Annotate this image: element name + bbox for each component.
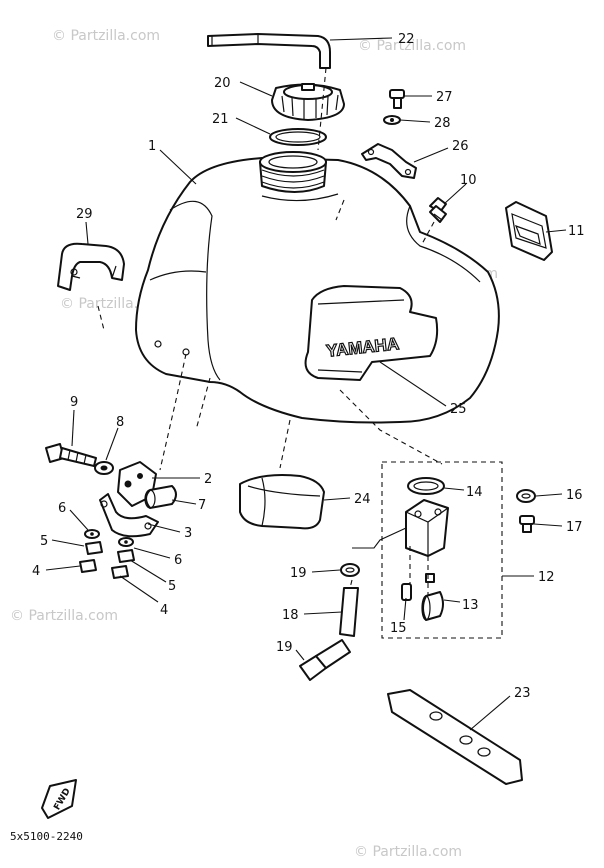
callout-9: 9 (70, 395, 78, 410)
tank-band-23 (387, 689, 523, 785)
forward-indicator: FWD (41, 779, 77, 819)
emblem-plate-11 (505, 201, 553, 261)
callout-22: 22 (398, 32, 415, 47)
fuel-hose-18 (339, 587, 359, 637)
fuel-cap-20 (271, 83, 345, 121)
washer-8 (94, 461, 114, 475)
gasket-14 (407, 477, 445, 495)
washer-6-left (84, 529, 100, 539)
washer-28 (383, 115, 401, 125)
callout-4-left: 4 (32, 564, 40, 579)
bolt-9 (45, 443, 97, 467)
fuel-tank-1 (135, 151, 500, 424)
leader-lines (45, 37, 567, 731)
fuel-cock-assembly-12 (381, 461, 503, 639)
washer-16 (516, 489, 536, 503)
hose-clip-19-lower (299, 639, 351, 681)
callout-12: 12 (538, 570, 555, 585)
damper-7 (144, 485, 177, 509)
diagram-code: 5x5100-2240 (10, 830, 83, 843)
callout-labels: 1 2 3 4 4 5 5 6 6 7 8 9 10 11 12 13 14 1… (32, 32, 585, 701)
bolt-4-right (111, 565, 129, 579)
washer-6-right (118, 537, 134, 547)
callout-27: 27 (436, 90, 453, 105)
callout-28: 28 (434, 116, 451, 131)
callout-6-left: 6 (58, 501, 66, 516)
cap-gasket-21 (269, 128, 327, 146)
screw-27 (389, 89, 405, 109)
callout-18: 18 (282, 608, 299, 623)
callout-21: 21 (212, 112, 229, 127)
bolt-4-left (79, 559, 97, 573)
callout-5-right: 5 (168, 579, 176, 594)
callout-5-left: 5 (40, 534, 48, 549)
watermark-lower-left: © Partzilla.com (10, 608, 118, 624)
callout-8: 8 (116, 415, 124, 430)
callout-16: 16 (566, 488, 583, 503)
assembly-guides (97, 67, 443, 596)
callout-23: 23 (514, 686, 531, 701)
callout-13: 13 (462, 598, 479, 613)
callout-7: 7 (198, 498, 206, 513)
breather-hose-22 (207, 33, 331, 69)
callout-25: 25 (450, 402, 467, 417)
clip-29 (57, 242, 125, 291)
nut-5-left (85, 541, 103, 555)
callout-29: 29 (76, 207, 93, 222)
bolt-10 (429, 197, 447, 223)
screw-17 (519, 515, 535, 533)
drain-screw-15 (401, 583, 412, 601)
watermark-bottom: © Partzilla.com (354, 844, 462, 860)
callout-3: 3 (184, 526, 192, 541)
bracket-26 (361, 143, 417, 179)
watermark-top-right: © Partzilla.com (358, 38, 466, 54)
tank-emblem-25: YAMAHA (304, 285, 439, 381)
callout-15: 15 (390, 621, 407, 636)
callout-19-lower: 19 (276, 640, 293, 655)
callout-14: 14 (466, 485, 483, 500)
callout-6-right: 6 (174, 553, 182, 568)
nut-5-right (117, 549, 135, 563)
callout-11: 11 (568, 224, 585, 239)
callout-4-right: 4 (160, 603, 168, 618)
hose-clip-19-upper (340, 563, 360, 577)
callout-10: 10 (460, 173, 477, 188)
callout-26: 26 (452, 139, 469, 154)
watermark-top-left: © Partzilla.com (52, 28, 160, 44)
callout-20: 20 (214, 76, 231, 91)
filter-cup-13 (421, 591, 444, 621)
callout-19-upper: 19 (290, 566, 307, 581)
stay-3 (99, 493, 159, 538)
cover-24 (239, 474, 325, 530)
callout-2: 2 (204, 472, 212, 487)
callout-17: 17 (566, 520, 583, 535)
callout-1: 1 (148, 139, 156, 154)
callout-24: 24 (354, 492, 371, 507)
